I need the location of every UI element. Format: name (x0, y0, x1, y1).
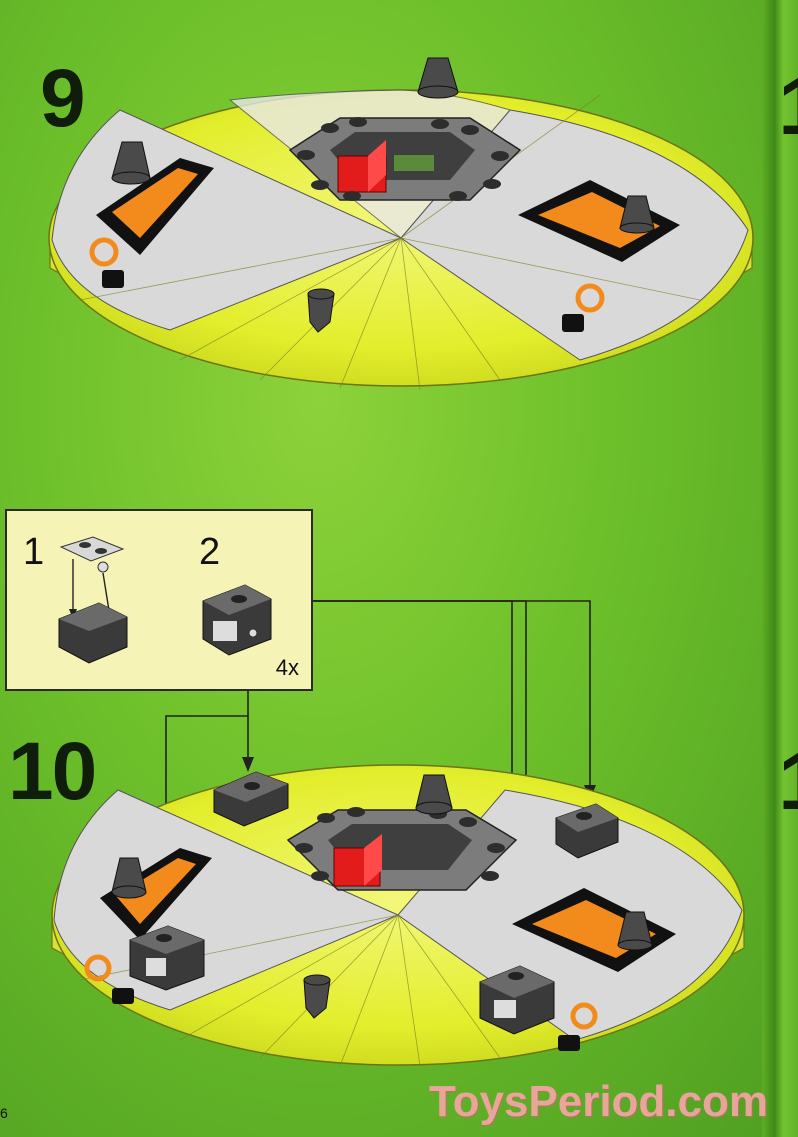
added-brick-back-left (213, 771, 289, 827)
page-spine (762, 0, 798, 1137)
added-brick-front-left (129, 925, 205, 991)
added-brick-back-right (555, 803, 619, 859)
sub-step-number-2: 2 (199, 531, 221, 573)
added-brick-front-right (479, 965, 555, 1035)
sub-assembly-parts (58, 536, 272, 664)
brick-with-clip-part (202, 584, 272, 656)
step-number-9: 9 (40, 53, 86, 144)
step-number-10: 10 (8, 726, 97, 817)
next-page-step-number-top: 1 (778, 60, 798, 154)
sub-step-number-1: 1 (23, 531, 45, 573)
watermark-text: ToysPeriod.com (428, 1077, 768, 1126)
next-page-step-number-bottom: 1 (778, 735, 798, 829)
clip-brick-part (58, 602, 128, 664)
page-number: 6 (0, 1105, 8, 1121)
step-10-disc-model (51, 764, 745, 1067)
sub-assembly-callout: 1 2 4x (5, 509, 313, 691)
plate-part (59, 536, 125, 573)
quantity-label: 4x (275, 655, 299, 680)
step-9-disc-model (48, 57, 754, 391)
